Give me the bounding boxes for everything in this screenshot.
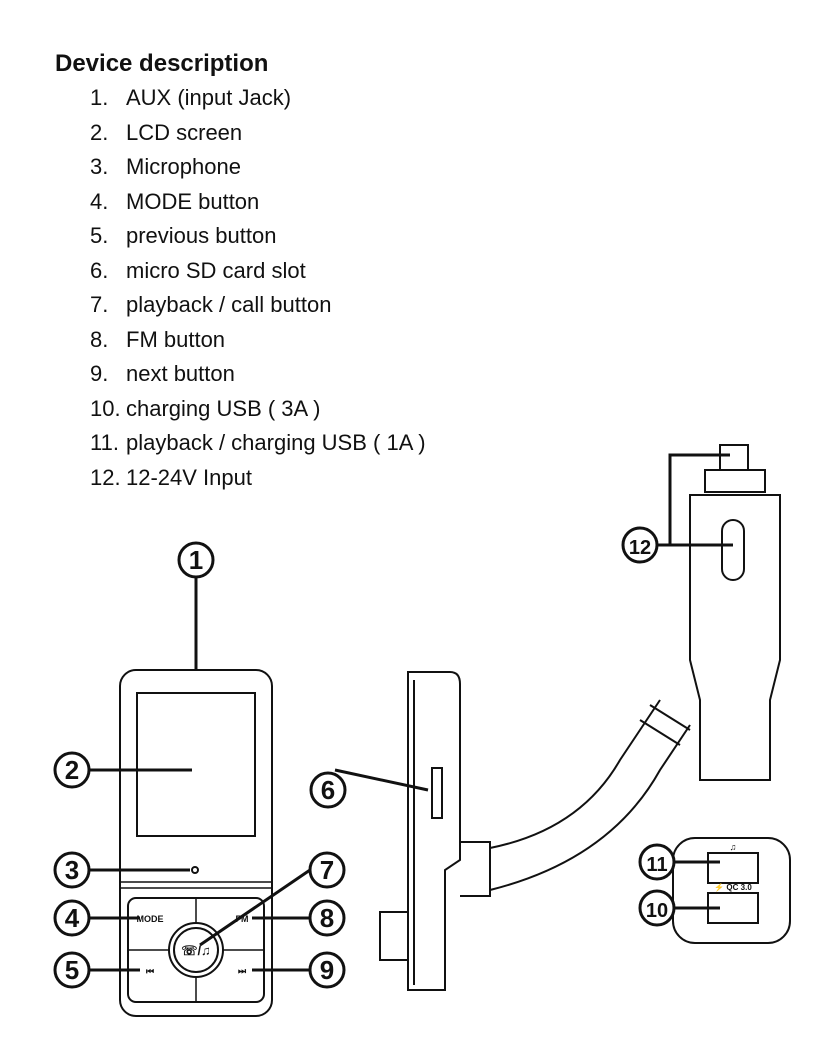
item-label: 12-24V Input: [126, 464, 252, 490]
item-label: LCD screen: [126, 119, 243, 145]
callout-number: 11: [646, 854, 667, 876]
front-view: MODE FM ⏮ ⏭ ☏/♫: [119, 669, 273, 1017]
item-number: 6.: [90, 257, 109, 283]
fm-button[interactable]: FM: [236, 914, 249, 924]
music-port-label: ♫: [730, 842, 737, 852]
list-item: 7. playback / call button: [90, 291, 426, 326]
item-label: playback / call button: [126, 292, 332, 317]
component-list: 1. AUX (input Jack) 2. LCD screen 3. Micropho…: [90, 84, 426, 498]
callout-3: 3: [53, 851, 91, 889]
next-button[interactable]: ⏭: [238, 966, 247, 976]
list-item: 2. LCD screen: [90, 119, 426, 154]
item-number: 7.: [90, 292, 109, 317]
callout-number: 2: [65, 755, 79, 785]
item-label: next button: [126, 361, 235, 386]
previous-button[interactable]: ⏮: [146, 966, 154, 976]
item-number: 2.: [90, 119, 109, 145]
item-label: playback / charging USB ( 1A ): [126, 430, 426, 455]
callout-9: 9: [308, 951, 346, 989]
mode-button[interactable]: MODE: [137, 914, 164, 924]
usb-port-1a: [707, 852, 759, 884]
list-item: 5. previous button: [90, 222, 426, 257]
callout-number: 7: [320, 855, 334, 885]
callout-2: 2: [53, 751, 91, 789]
item-number: 5.: [90, 223, 109, 248]
list-item: 3. Microphone: [90, 153, 426, 188]
list-item: 10.charging USB ( 3A ): [90, 395, 426, 430]
callout-number: 9: [320, 955, 334, 985]
callout-6: 6: [309, 771, 347, 809]
item-label: FM button: [126, 326, 226, 352]
callout-12: 12: [621, 526, 659, 564]
usb-housing: [672, 837, 791, 944]
list-item: 11. playback / charging USB ( 1A ): [90, 429, 426, 464]
item-number: 1.: [90, 85, 109, 110]
callout-10: 10: [638, 889, 676, 927]
phone-music-icon: ☏/♫: [181, 943, 211, 958]
item-number: 3.: [90, 154, 109, 179]
callout-4: 4: [53, 899, 91, 937]
item-label: previous button: [126, 223, 277, 248]
callout-number: 5: [65, 955, 79, 985]
gooseneck: [489, 699, 661, 849]
item-number: 9.: [90, 361, 109, 386]
item-label: Microphone: [126, 154, 241, 179]
side-knob: [379, 911, 409, 961]
list-item: 8. FM button: [90, 326, 426, 361]
list-item: 4. MODE button: [90, 188, 426, 223]
microphone-hole: [191, 866, 199, 874]
callout-number: 3: [65, 855, 79, 885]
qc-label: ⚡ QC 3.0: [714, 882, 752, 892]
item-number: 12.: [90, 464, 121, 490]
page-title: Device description: [55, 50, 269, 77]
callout-5: 5: [53, 951, 91, 989]
callout-7: 7: [308, 851, 346, 889]
item-number: 8.: [90, 326, 109, 352]
callout-11: 11: [638, 843, 676, 881]
callout-number: 4: [65, 903, 80, 933]
callout-number: 6: [321, 775, 335, 805]
item-number: 10.: [90, 395, 121, 421]
charger-head: ♫ ⚡ QC 3.0: [672, 444, 791, 944]
callout-number: 8: [320, 903, 334, 933]
item-number: 11.: [90, 430, 119, 455]
list-item: 1. AUX (input Jack): [90, 84, 426, 119]
item-label: charging USB ( 3A ): [126, 395, 321, 421]
callout-8: 8: [308, 899, 346, 937]
item-label: micro SD card slot: [126, 257, 306, 283]
callout-1: 1: [177, 541, 215, 579]
sd-card-slot: [431, 767, 443, 819]
side-view: [379, 671, 691, 991]
list-item: 12.12-24V Input: [90, 464, 426, 499]
device-side: [407, 671, 461, 991]
callout-number: 12: [629, 537, 651, 559]
lcd-screen: [136, 692, 256, 837]
item-label: MODE button: [126, 188, 260, 214]
list-item: 9. next button: [90, 360, 426, 395]
list-item: 6. micro SD card slot: [90, 257, 426, 292]
callout-number: 1: [189, 545, 203, 575]
item-number: 4.: [90, 188, 109, 214]
item-label: AUX (input Jack): [126, 85, 292, 110]
callout-number: 10: [646, 900, 668, 922]
